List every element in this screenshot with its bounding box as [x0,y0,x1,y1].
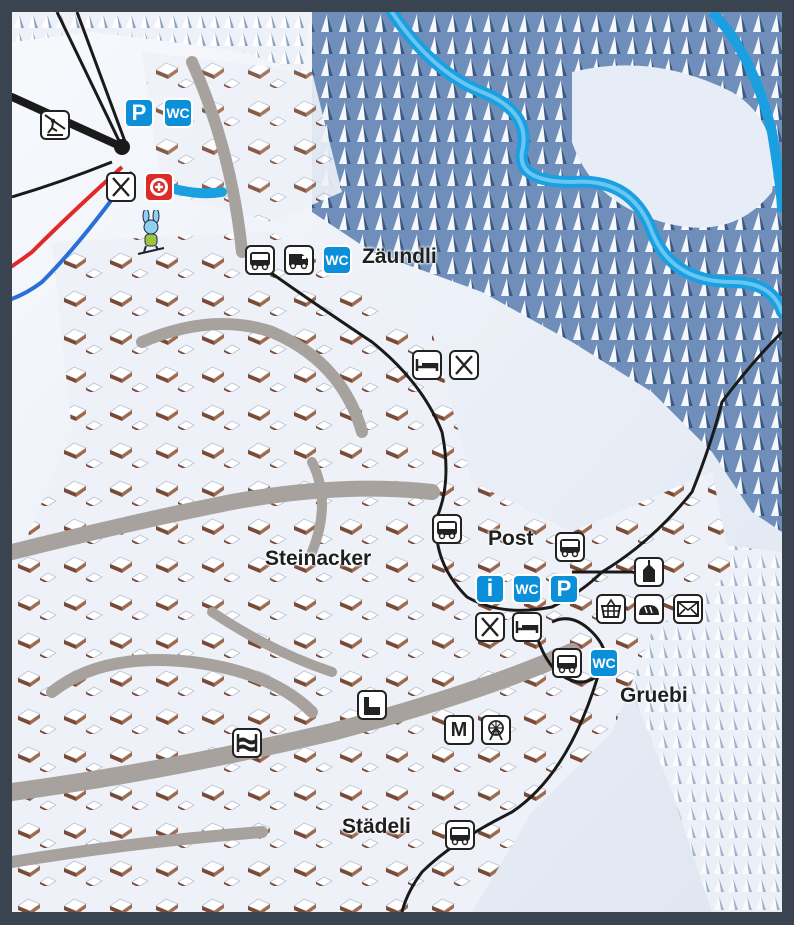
hotel-icon[interactable] [512,612,542,642]
mascot-icon [134,208,170,258]
bus-stop-icon[interactable] [432,514,462,544]
place-label-steinacker: Steinacker [265,547,372,570]
bus-stop-icon[interactable] [555,532,585,562]
bus-stop-icon[interactable] [245,245,275,275]
church-icon[interactable] [357,690,387,720]
map-base-layer [12,12,782,912]
ski-school-icon[interactable] [144,172,174,202]
piste-red [12,165,124,269]
village-map[interactable]: Zäundli Post Steinacker Gruebi Städeli P… [12,12,782,912]
bus-stop-icon[interactable] [445,820,475,850]
bus-route [266,268,782,612]
shop-icon[interactable] [596,594,626,624]
parking-icon[interactable]: P [124,98,154,128]
restaurant-icon[interactable] [106,172,136,202]
wc-icon[interactable]: WC [322,245,352,275]
wc-icon[interactable]: WC [163,98,193,128]
cheese-dairy-icon[interactable] [634,557,664,587]
place-label-post: Post [488,527,534,550]
river-icon[interactable] [232,728,262,758]
museum-icon[interactable]: M [444,715,474,745]
info-icon[interactable]: i [475,574,505,604]
bus-stop-icon[interactable] [552,648,582,678]
restaurant-icon[interactable] [449,350,479,380]
spinning-wheel-icon[interactable] [481,715,511,745]
hotel-icon[interactable] [412,350,442,380]
shuttle-icon[interactable] [284,245,314,275]
piste-blue [12,170,134,301]
parking-icon[interactable]: P [549,574,579,604]
wc-icon[interactable]: WC [589,648,619,678]
village-houses [12,232,732,912]
restaurant-icon[interactable] [475,612,505,642]
roads [12,56,581,868]
place-label-stadeli: Städeli [342,815,411,838]
place-label-zaundli: Zäundli [362,245,437,268]
ski-lift-icon[interactable] [40,110,70,140]
mail-icon[interactable] [673,594,703,624]
bakery-icon[interactable] [634,594,664,624]
wc-icon[interactable]: WC [512,574,542,604]
place-label-gruebi: Gruebi [620,684,688,707]
